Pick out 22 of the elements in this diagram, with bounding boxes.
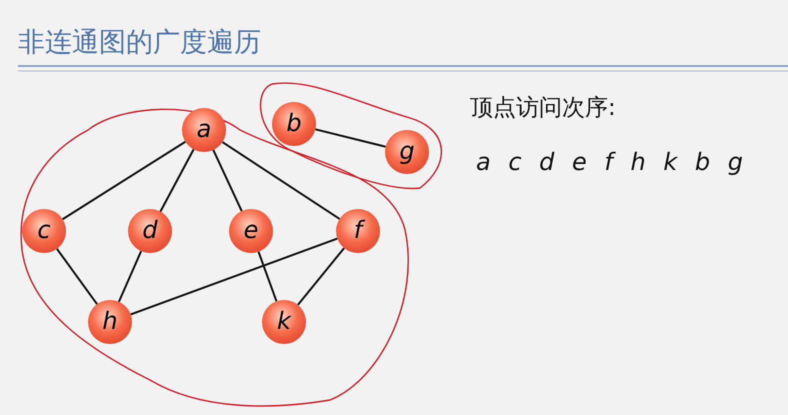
- vertex-circle: a: [182, 108, 226, 152]
- edge-line: [160, 148, 194, 212]
- vertex-circle: e: [229, 209, 273, 253]
- vertex-circle: c: [22, 209, 66, 253]
- edge-line: [212, 150, 243, 212]
- edge-line: [130, 238, 338, 316]
- edge-line: [62, 140, 186, 220]
- vertex-circle: b: [272, 102, 316, 146]
- vertex-circle: g: [385, 130, 429, 174]
- edge-line: [222, 141, 340, 220]
- edge-line: [315, 128, 386, 148]
- edge-line: [258, 251, 278, 302]
- title: 非连通图的广度遍历: [18, 26, 261, 60]
- sequence-text: a c d e f h k b g: [476, 148, 743, 176]
- edge-line: [56, 248, 98, 305]
- vertex-circle: h: [88, 300, 132, 344]
- edge-line: [297, 247, 345, 306]
- vertex-circle: k: [262, 300, 306, 344]
- vertex-circle: d: [128, 209, 172, 253]
- vertex-circle: f: [336, 209, 380, 253]
- heading-text: 顶点访问次序:: [470, 94, 616, 123]
- edge-line: [118, 250, 142, 302]
